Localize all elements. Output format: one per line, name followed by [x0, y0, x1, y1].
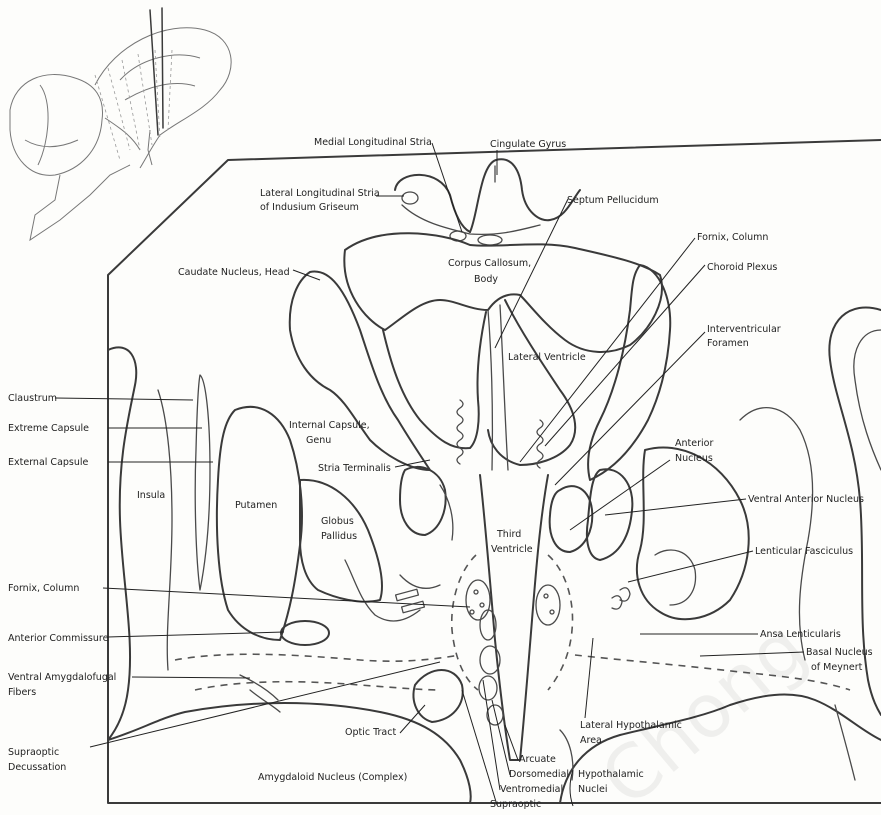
label-caudate-nucleus-head: Caudate Nucleus, Head: [178, 267, 290, 278]
putamen: [217, 407, 302, 640]
label-insula: Insula: [137, 490, 165, 501]
label-supraoptic-decussation-line1: Supraoptic: [8, 747, 59, 758]
label-lateral-hypothalamic-line2: Area: [580, 735, 602, 746]
label-optic-tract: Optic Tract: [345, 727, 396, 738]
label-supraoptic-decussation-line2: Decussation: [8, 762, 66, 773]
label-anterior-nucleus-line2: Nucleus: [675, 453, 713, 464]
label-corpus-callosum-line2: Body: [474, 274, 498, 285]
label-lateral-longitudinal-stria-line1: Lateral Longitudinal Stria: [260, 188, 380, 199]
fornix-column-left: [466, 580, 490, 620]
label-extreme-capsule: Extreme Capsule: [8, 423, 89, 434]
label-corpus-callosum-line1: Corpus Callosum,: [448, 258, 531, 269]
label-interventricular-foramen-line1: Interventricular: [707, 324, 781, 335]
label-third-ventricle-line2: Ventricle: [491, 544, 533, 555]
label-hypothalamic-nuclei-line2: Nuclei: [578, 784, 607, 795]
label-anterior-nucleus-line1: Anterior: [675, 438, 713, 449]
label-globus-pallidus-line1: Globus: [321, 516, 354, 527]
label-medial-longitudinal-stria: Medial Longitudinal Stria: [314, 137, 432, 148]
label-internal-capsule-line2: Genu: [306, 435, 331, 446]
label-dorsomedial: Dorsomedial: [509, 769, 569, 780]
choroid-plexus-left: [457, 400, 463, 464]
lateral-ventricle-left: [383, 312, 486, 448]
corpus-callosum-outline: [344, 233, 662, 352]
label-supraoptic: Supraoptic: [490, 799, 541, 810]
label-putamen: Putamen: [235, 500, 277, 511]
third-ventricle: [480, 475, 548, 760]
label-septum-pellucidum: Septum Pellucidum: [567, 195, 659, 206]
orientation-sketch: [10, 8, 231, 240]
label-basal-nucleus-line1: Basal Nucleus: [806, 647, 873, 658]
label-fornix-column-right: Fornix, Column: [697, 232, 768, 243]
label-choroid-plexus: Choroid Plexus: [707, 262, 777, 273]
label-globus-pallidus-line2: Pallidus: [321, 531, 357, 542]
label-stria-terminalis: Stria Terminalis: [318, 463, 391, 474]
label-ventromedial: Ventromedial: [500, 784, 563, 795]
label-third-ventricle-line1: Third: [496, 529, 521, 540]
label-lateral-longitudinal-stria-line2: of Indusium Griseum: [260, 202, 359, 213]
label-ventral-amygdalofugal-line1: Ventral Amygdalofugal: [8, 672, 116, 683]
label-fornix-column-left: Fornix, Column: [8, 583, 79, 594]
label-arcuate: Arcuate: [519, 754, 556, 765]
label-claustrum: Claustrum: [8, 393, 57, 404]
label-lenticular-fasciculus: Lenticular Fasciculus: [755, 546, 853, 557]
label-internal-capsule-line1: Internal Capsule,: [289, 420, 370, 431]
anterior-commissure-left: [281, 621, 329, 645]
label-interventricular-foramen-line2: Foramen: [707, 338, 749, 349]
label-ventral-amygdalofugal-line2: Fibers: [8, 687, 36, 698]
watermark: Chong: [585, 605, 822, 815]
label-anterior-commissure: Anterior Commissure: [8, 633, 109, 644]
optic-tract: [414, 670, 463, 722]
label-lateral-ventricle: Lateral Ventricle: [508, 352, 586, 363]
label-cingulate-gyrus: Cingulate Gyrus: [490, 139, 566, 150]
label-external-capsule: External Capsule: [8, 457, 89, 468]
claustrum-shape: [195, 375, 210, 590]
choroid-plexus-right: [537, 420, 543, 468]
label-amygdaloid-nucleus: Amygdaloid Nucleus (Complex): [258, 772, 407, 783]
label-ventral-anterior-nucleus: Ventral Anterior Nucleus: [748, 494, 864, 505]
amygdaloid-nucleus-outline: [108, 703, 471, 803]
